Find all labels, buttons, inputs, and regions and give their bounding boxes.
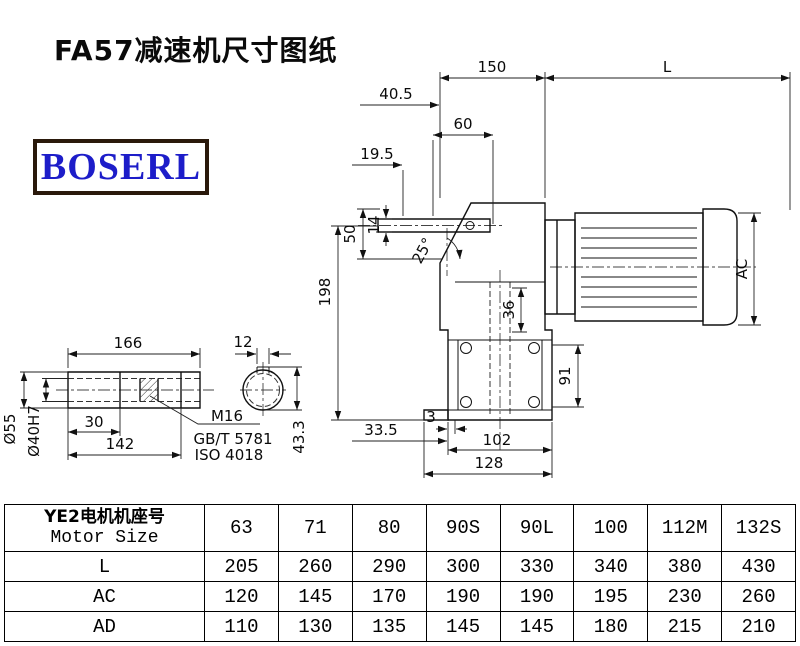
cell-L-100: 340: [573, 551, 649, 582]
standard-GB-5781: GB/T 5781: [193, 430, 272, 448]
angle-arc: [446, 237, 463, 260]
cell-AD-63: 110: [204, 611, 279, 642]
dim-43-3: 43.3: [290, 420, 308, 453]
row-label-AD: AD: [4, 611, 205, 642]
cell-AC-112M: 230: [647, 581, 723, 612]
dim-14: 14: [365, 215, 383, 234]
thread-hatch: [140, 378, 158, 402]
dim-142: 142: [106, 435, 135, 453]
cell-AD-100: 180: [573, 611, 649, 642]
dim-30: 30: [84, 413, 103, 431]
cell-AC-100: 195: [573, 581, 649, 612]
dim-19-5: 19.5: [360, 145, 393, 163]
bore-dashed-circle: [246, 373, 280, 407]
page-title: FA57减速机尺寸图纸: [54, 33, 338, 67]
thread-M16: M16: [211, 407, 243, 425]
row-label-L: L: [4, 551, 205, 582]
dim-166: 166: [114, 334, 143, 352]
bolt-hole: [528, 342, 540, 354]
dim-33-5: 33.5: [364, 421, 397, 439]
centerlines: [56, 225, 756, 450]
cell-L-71: 260: [277, 551, 353, 582]
output-shaft: [377, 218, 491, 233]
cell-AC-63: 120: [204, 581, 279, 612]
housing-details: [448, 281, 552, 411]
cell-AC-90L: 190: [499, 581, 575, 612]
cell-AC-71: 145: [277, 581, 353, 612]
col-header-71: 71: [277, 504, 353, 552]
col-header-132S: 132S: [721, 504, 796, 552]
standard-ISO-4018: ISO 4018: [195, 446, 264, 464]
cell-L-132S: 430: [721, 551, 796, 582]
dim-L: L: [663, 58, 672, 76]
angle-25: 25°: [408, 235, 436, 267]
cell-L-90L: 330: [499, 551, 575, 582]
header-line2: Motor Size: [50, 527, 159, 548]
motor-fins: [581, 227, 697, 308]
header-line1: YE2电机机座号: [44, 506, 165, 527]
keyway: [256, 366, 270, 374]
bolt-hole: [460, 396, 472, 408]
cell-L-80: 290: [351, 551, 427, 582]
row-label-AC: AC: [4, 581, 205, 612]
cell-L-112M: 380: [647, 551, 723, 582]
cell-AD-90L: 145: [499, 611, 575, 642]
col-header-80: 80: [351, 504, 427, 552]
col-header-63: 63: [204, 504, 279, 552]
dim-36: 36: [500, 300, 518, 319]
bolt-hole: [528, 396, 540, 408]
bolt-hole: [460, 342, 472, 354]
dim-150: 150: [478, 58, 507, 76]
dim-128: 128: [475, 454, 504, 472]
dim-3: 3: [426, 408, 436, 426]
dim-198: 198: [316, 278, 334, 307]
shaft-center-hole: [465, 221, 475, 230]
col-header-100: 100: [573, 504, 649, 552]
cell-AC-132S: 260: [721, 581, 796, 612]
cell-AC-80: 170: [351, 581, 427, 612]
dim-50: 50: [341, 224, 359, 243]
hidden-lines: [68, 282, 511, 414]
cell-AC-90S: 190: [425, 581, 501, 612]
dim-91: 91: [556, 366, 574, 385]
thread-leader: [149, 395, 260, 425]
technical-drawing: 150 L 40.5 60 19.5 14 50 25° 198 36 91 A…: [1, 58, 791, 478]
col-header-112M: 112M: [647, 504, 723, 552]
dimension-labels: 150 L 40.5 60 19.5 14 50 25° 198 36 91 A…: [1, 58, 751, 472]
dim-AC: AC: [733, 259, 751, 279]
cell-AD-132S: 210: [721, 611, 796, 642]
dim-60: 60: [453, 115, 472, 133]
dim-12: 12: [233, 333, 252, 351]
motor-fan-cover: [702, 208, 738, 326]
shaft-end-view: [242, 369, 284, 411]
cell-AD-80: 135: [351, 611, 427, 642]
boserl-logo: BOSERL: [33, 139, 209, 195]
dim-40-5: 40.5: [379, 85, 412, 103]
extension-lines: [20, 72, 791, 478]
cell-L-63: 205: [204, 551, 279, 582]
dim-102: 102: [483, 431, 512, 449]
col-header-90L: 90L: [499, 504, 575, 552]
dia-40H7: Ø40H7: [25, 405, 43, 457]
col-header-90S: 90S: [425, 504, 501, 552]
dia-55: Ø55: [1, 414, 19, 445]
cell-AD-71: 130: [277, 611, 353, 642]
logo-text: BOSERL: [40, 146, 202, 188]
cell-AD-90S: 145: [425, 611, 501, 642]
gearbox-housing: [439, 202, 553, 421]
cell-AD-112M: 215: [647, 611, 723, 642]
cell-L-90S: 300: [425, 551, 501, 582]
